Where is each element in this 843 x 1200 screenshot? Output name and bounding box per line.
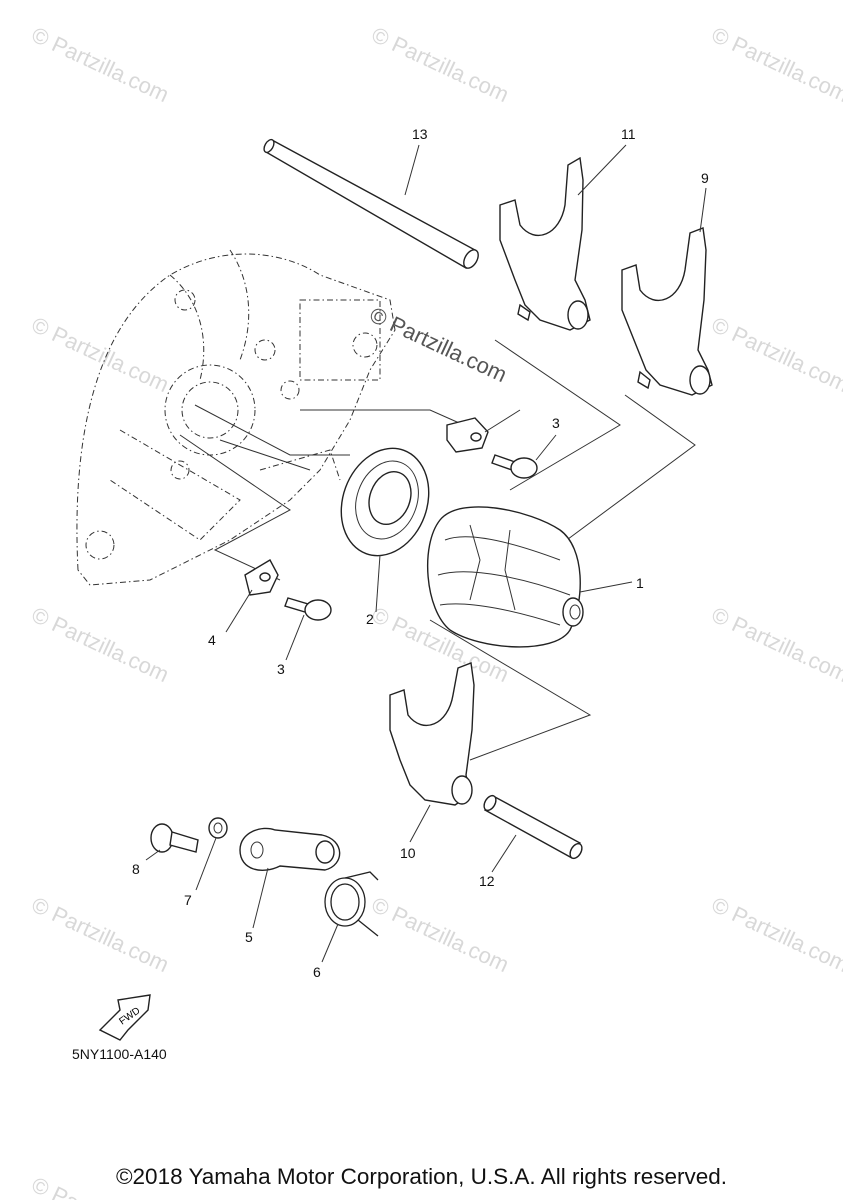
bolt-upper <box>491 454 538 479</box>
callout-3-lower: 3 <box>277 661 285 677</box>
stopper-plate-lower <box>244 559 279 596</box>
callout-3-upper: 3 <box>552 415 560 431</box>
callout-1: 1 <box>636 575 644 591</box>
bolt-lower <box>284 597 332 621</box>
watermark: © Partzilla.com <box>368 22 513 107</box>
callout-12: 12 <box>479 873 495 889</box>
callout-7: 7 <box>184 892 192 908</box>
stopper-lever <box>239 827 341 871</box>
callout-5: 5 <box>245 929 253 945</box>
callout-2: 2 <box>366 611 374 627</box>
shift-drum <box>426 506 584 648</box>
watermark-center: © Partzilla.com <box>366 302 511 387</box>
watermark: © Partzilla.com <box>28 892 173 977</box>
collar <box>208 817 228 839</box>
callout-13: 13 <box>412 126 428 142</box>
torsion-spring <box>324 871 379 937</box>
watermark: © Partzilla.com <box>28 312 173 397</box>
watermark: © Partzilla.com <box>708 602 843 687</box>
callout-10: 10 <box>400 845 416 861</box>
guide-pin <box>483 794 583 860</box>
callout-6: 6 <box>313 964 321 980</box>
callout-11: 11 <box>621 126 636 142</box>
watermark: © Partzilla.com <box>708 312 843 397</box>
copyright-notice: ©2018 Yamaha Motor Corporation, U.S.A. A… <box>115 1164 728 1189</box>
fwd-arrow: FWD <box>98 994 151 1041</box>
shift-fork-9 <box>621 227 713 396</box>
watermark-grid: © Partzilla.com © Partzilla.com © Partzi… <box>28 22 843 1200</box>
crankcase-outline <box>76 249 396 586</box>
stopper-plate-upper <box>446 417 489 453</box>
watermark: © Partzilla.com <box>708 892 843 977</box>
shift-fork-11 <box>499 156 591 331</box>
bolt-8 <box>150 823 199 853</box>
watermark: © Partzilla.com <box>368 892 513 977</box>
watermark: © Partzilla.com <box>28 602 173 687</box>
leader-lines <box>145 144 707 963</box>
callout-8: 8 <box>132 861 140 877</box>
callouts: 13 11 9 3 1 2 4 3 10 12 8 7 5 6 <box>132 126 709 980</box>
shift-fork-guide-bar <box>263 138 479 269</box>
shift-fork-10 <box>389 662 475 806</box>
diagram-code: 5NY1100-A140 <box>72 1046 167 1062</box>
watermark: © Partzilla.com <box>28 22 173 107</box>
callout-9: 9 <box>701 170 709 186</box>
bearing <box>340 447 430 557</box>
callout-4: 4 <box>208 632 216 648</box>
watermark: © Partzilla.com <box>708 22 843 107</box>
